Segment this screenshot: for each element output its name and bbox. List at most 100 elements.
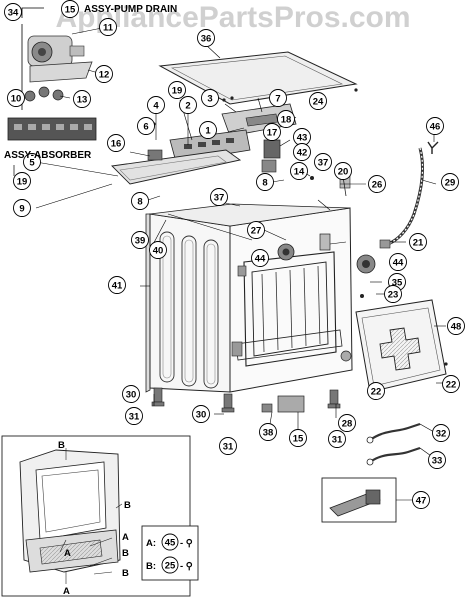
pump-bracket <box>29 61 93 83</box>
callout-circle <box>73 90 91 108</box>
callout-circle <box>61 0 79 18</box>
callout-circle <box>201 89 219 107</box>
callout-c7: 7 <box>269 89 287 107</box>
callout-circle <box>409 233 427 251</box>
callout-c24: 24 <box>309 92 327 110</box>
callout-c19b: 19 <box>168 81 186 99</box>
callout-number: 30 <box>196 409 207 420</box>
callout-c23: 23 <box>384 285 402 303</box>
callout-c15b: 15 <box>289 429 307 447</box>
callout-number: 19 <box>17 176 28 187</box>
callout-c28: 28 <box>338 414 356 432</box>
callout-number: 38 <box>263 427 274 438</box>
callout-circle <box>7 89 25 107</box>
inset-letter-b-top: B <box>58 440 65 451</box>
callout-number: 12 <box>99 69 110 80</box>
feet <box>151 387 341 413</box>
callout-circle <box>219 437 237 455</box>
knob <box>147 149 163 161</box>
callout-c44b: 44 <box>389 253 407 271</box>
callout-c12: 12 <box>95 65 113 83</box>
pump-drain-assembly <box>21 7 103 110</box>
callout-circle <box>256 173 274 191</box>
label-pump-drain: ASSY-PUMP DRAIN <box>84 4 177 15</box>
connector <box>261 159 277 173</box>
callout-circle <box>389 253 407 271</box>
callout-number: 5 <box>29 157 35 168</box>
control-panel-parts <box>111 88 358 185</box>
callout-circle <box>251 249 269 267</box>
callout-c22a: 22 <box>367 382 385 400</box>
hose-33 <box>369 446 421 463</box>
callout-c13: 13 <box>73 90 91 108</box>
callout-c11: 11 <box>99 18 117 36</box>
callout-c39: 39 <box>131 231 149 249</box>
callout-circle <box>131 192 149 210</box>
inset-letter-b-2: B <box>122 548 129 559</box>
callout-number: 24 <box>313 96 324 107</box>
callout-circle <box>137 117 155 135</box>
legend-suffix-a: - ⚲ <box>180 538 193 549</box>
callout-number: 23 <box>388 289 399 300</box>
callout-number: 8 <box>137 196 142 207</box>
callout-c2: 2 <box>179 96 197 114</box>
callout-number: 39 <box>135 235 146 246</box>
callout-number: 26 <box>372 179 383 190</box>
callout-circle <box>384 285 402 303</box>
callout-c31c: 31 <box>328 430 346 448</box>
callout-c19a: 19 <box>13 172 31 190</box>
callout-circle <box>277 110 295 128</box>
callout-circle <box>293 143 311 161</box>
callout-number: 2 <box>185 100 190 111</box>
callout-c41: 41 <box>108 276 126 294</box>
callout-number: 15 <box>293 433 304 444</box>
callout-circle <box>334 162 352 180</box>
callout-circle <box>108 276 126 294</box>
callout-number: 37 <box>214 192 225 203</box>
callout-c3: 3 <box>201 89 219 107</box>
callout-circle <box>95 65 113 83</box>
callout-circle <box>192 405 210 423</box>
callout-circle <box>328 430 346 448</box>
callout-circle <box>309 92 327 110</box>
callout-c42: 42 <box>293 143 311 161</box>
callout-number: 34 <box>8 7 19 18</box>
inset-letter-a-bottom: A <box>63 586 70 597</box>
control-panel <box>111 149 242 185</box>
callout-number: 8 <box>262 177 267 188</box>
callout-c5: 5 <box>23 153 41 171</box>
callout-number: 36 <box>201 33 212 44</box>
callout-c9: 9 <box>13 199 31 217</box>
callout-circle <box>247 221 265 239</box>
callout-number: 29 <box>445 177 456 188</box>
callout-circle <box>290 162 308 180</box>
callout-number: 19 <box>172 85 183 96</box>
legend-key-b: B: <box>146 561 156 572</box>
callout-number: 32 <box>436 428 447 439</box>
callout-circle <box>147 96 165 114</box>
callout-circle <box>441 173 459 191</box>
callout-circle <box>210 188 228 206</box>
callout-circle <box>122 385 140 403</box>
callout-c14: 14 <box>290 162 308 180</box>
callout-c30b: 30 <box>192 405 210 423</box>
callout-c34: 34 <box>4 3 22 21</box>
callout-c27: 27 <box>247 221 265 239</box>
callout-number: 1 <box>205 125 211 136</box>
legend-part-b: 25 <box>165 561 176 572</box>
callout-number: 43 <box>297 132 308 143</box>
callout-circle <box>4 3 22 21</box>
callout-c31a: 31 <box>125 407 143 425</box>
callout-c37b: 37 <box>210 188 228 206</box>
callout-c8a: 8 <box>256 173 274 191</box>
callout-circle <box>199 121 217 139</box>
callout-number: 37 <box>318 157 329 168</box>
callout-number: 47 <box>416 495 427 506</box>
callout-c22b: 22 <box>442 375 460 393</box>
callout-number: 44 <box>255 253 266 264</box>
callout-number: 48 <box>451 321 462 332</box>
callout-c4: 4 <box>147 96 165 114</box>
callout-circle <box>289 429 307 447</box>
